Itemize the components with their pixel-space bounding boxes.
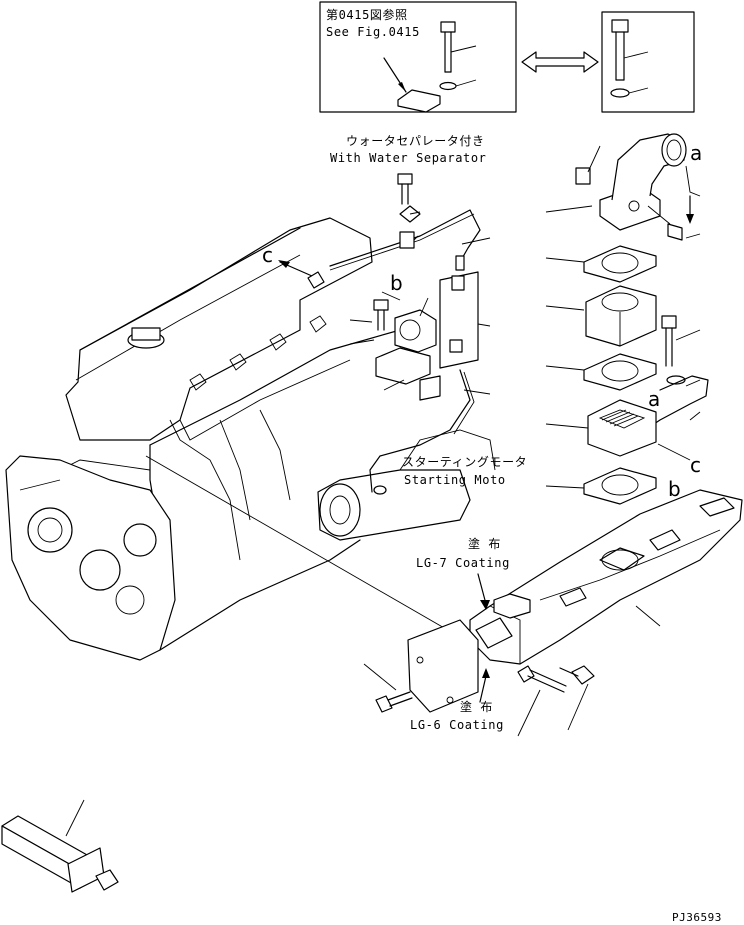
timing-cover xyxy=(5,455,176,661)
marker-c1: c xyxy=(262,243,273,267)
long-bolt-right-icon xyxy=(661,315,677,367)
lg7-en: LG-7 Coating xyxy=(416,556,510,570)
marker-a2: a xyxy=(648,387,660,411)
inset-ref-jp: 第0415図参照 xyxy=(326,7,408,22)
washer-icon xyxy=(666,375,686,385)
manifold-bolt-short-icon xyxy=(559,665,595,685)
water-separator-jp: ウォータセパレータ付き xyxy=(346,134,485,148)
gasket-3 xyxy=(583,467,657,505)
lg6-en: LG-6 Coating xyxy=(410,718,504,732)
lg6-jp: 塗 布 xyxy=(460,699,493,714)
cover-bolt-icon xyxy=(375,691,413,713)
manifold-bolt-long-icon xyxy=(517,665,567,693)
installation-tool xyxy=(1,799,119,893)
gasket-1 xyxy=(583,245,657,283)
inset-reference-box: 第0415図参照 See Fig.0415 xyxy=(319,1,517,113)
intake-manifold xyxy=(469,489,743,665)
marker-c2: c xyxy=(690,453,701,477)
intake-heater xyxy=(587,399,657,457)
equivalence-double-arrow-icon xyxy=(521,51,599,73)
marker-c-left: c xyxy=(262,243,325,289)
water-separator-assembly xyxy=(373,271,479,401)
intake-elbow xyxy=(575,133,687,231)
engine-block xyxy=(59,217,401,651)
bolt-top-center-icon xyxy=(397,173,413,205)
marker-a1: a xyxy=(690,141,702,165)
bolt-washer-box xyxy=(601,11,695,113)
starting-motor-en: Starting Moto xyxy=(404,473,506,487)
heater-wire xyxy=(635,375,709,437)
gasket-2 xyxy=(583,353,657,391)
cover-plate xyxy=(407,619,479,713)
marker-b2: b xyxy=(668,477,681,501)
callout-leaders xyxy=(349,205,701,627)
inset-ref-en: See Fig.0415 xyxy=(326,25,420,39)
starting-motor xyxy=(317,429,496,541)
heater-housing xyxy=(585,285,657,347)
water-separator-en: With Water Separator xyxy=(330,151,487,165)
inset-bolt-icon xyxy=(439,21,477,91)
nut-icon xyxy=(399,231,415,249)
drawing-id: PJ36593 xyxy=(672,911,722,924)
starting-motor-jp: スターティングモータ xyxy=(402,455,527,469)
marker-b1: b xyxy=(390,271,403,295)
lg7-jp: 塗 布 xyxy=(468,536,501,551)
inset-bracket-icon xyxy=(397,89,441,113)
